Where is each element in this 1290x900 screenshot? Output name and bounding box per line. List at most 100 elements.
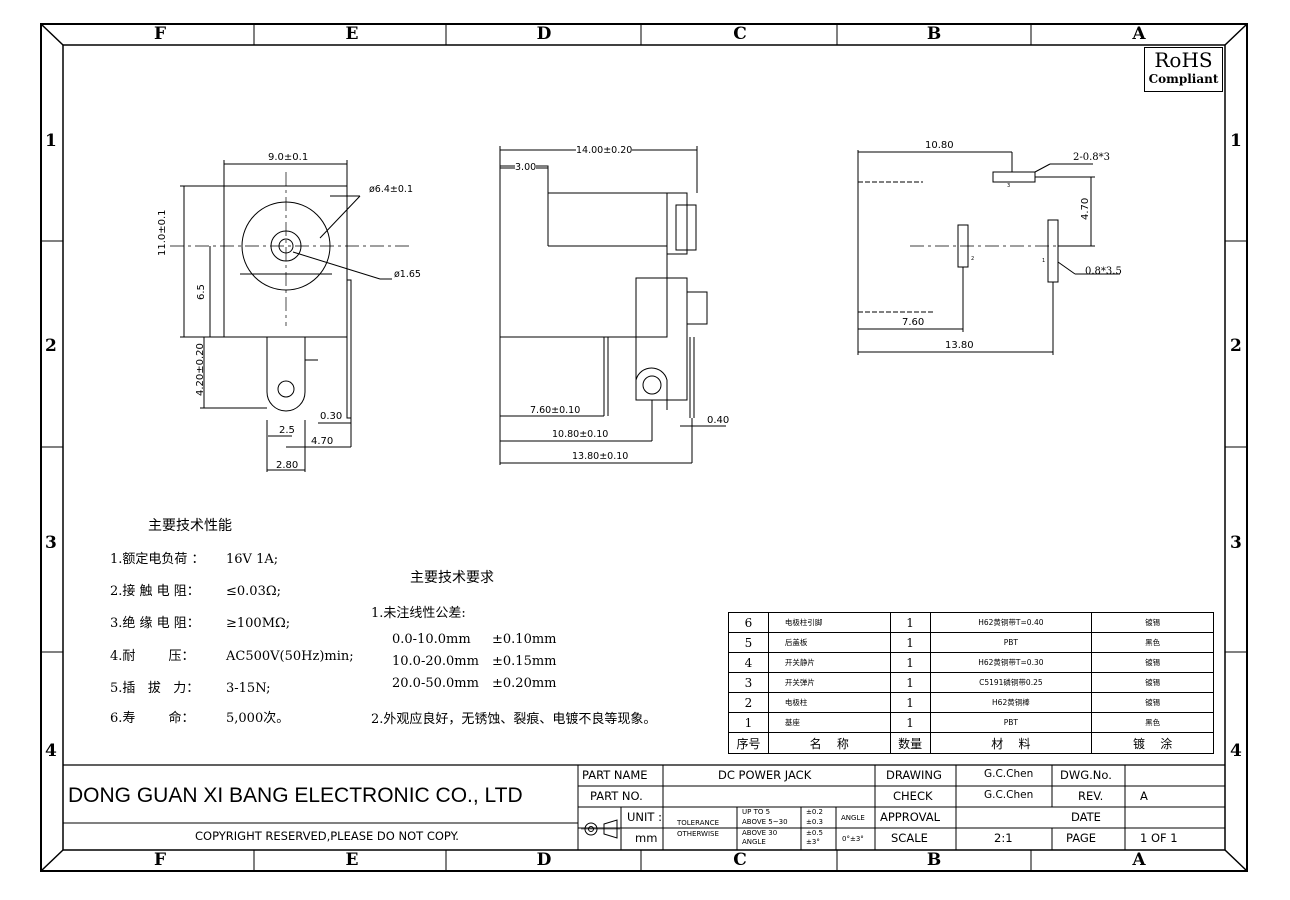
rohs-title: RoHS: [1154, 48, 1213, 72]
bom-finish: 镀锡: [1091, 612, 1214, 633]
bom-qty: 1: [889, 692, 931, 713]
zone-row-left-1: 1: [45, 131, 57, 151]
dim-front-2-80: 2.80: [276, 460, 299, 471]
performance-item-value: 3-15N;: [226, 681, 271, 696]
dim-side-length: 14.00±0.20: [576, 145, 633, 156]
scale-value: 2:1: [994, 831, 1013, 845]
tolerance-row: 10.0-20.0mm±0.15mm: [392, 654, 557, 669]
dim-pcb-slot-a: 2-0.8*3: [1073, 152, 1111, 163]
bom-material: PBT: [929, 632, 1093, 653]
tb-tol-value: ±0.5: [806, 829, 823, 837]
tb-tol-range: ANGLE: [742, 838, 766, 846]
bom-qty: 1: [889, 612, 931, 633]
page-value: 1 OF 1: [1140, 831, 1178, 845]
dim-pcb-4-70: 4.70: [1080, 197, 1091, 220]
performance-item: 3.绝 缘 电 阻：≥100MΩ;: [110, 612, 290, 631]
bom-no: 3: [728, 672, 769, 693]
zone-col-bottom-a: A: [1132, 850, 1146, 870]
bom-material: C5191磷铜带0.25: [929, 672, 1093, 693]
date-label: DATE: [1071, 810, 1101, 824]
performance-item-label: 2.接 触 电 阻：: [110, 584, 200, 599]
part-no-label: PART NO.: [590, 789, 643, 803]
bom-material: H62黄铜带T=0.30: [929, 652, 1093, 673]
zone-row-right-4: 4: [1230, 741, 1242, 761]
tolerance-range: 0.0-10.0mm: [392, 632, 471, 647]
tolerance-row: 0.0-10.0mm±0.10mm: [392, 632, 557, 647]
rev-value: A: [1140, 789, 1148, 803]
dim-side-13-80: 13.80±0.10: [572, 451, 629, 462]
drawing-label: DRAWING: [886, 768, 942, 782]
dim-front-width: 9.0±0.1: [268, 152, 309, 163]
zone-row-right-3: 3: [1230, 533, 1242, 553]
dim-side-3-00: 3.00: [515, 162, 537, 173]
dim-side-0-40: 0.40: [707, 415, 730, 426]
dim-front-diameter: ø6.4±0.1: [369, 184, 413, 195]
performance-item-value: 5,000次。: [226, 711, 290, 726]
zone-col-bottom-d: D: [536, 850, 552, 870]
bom-no: 2: [728, 692, 769, 713]
part-name-label: PART NAME: [582, 768, 648, 782]
performance-item-label: 1.额定电负荷 ：: [110, 552, 205, 567]
check-by: G.C.Chen: [984, 789, 1034, 801]
tolerance-label: TOLERANCE: [677, 819, 720, 827]
performance-item-label: 4.耐 压：: [110, 649, 195, 664]
bom-name: 后盖板: [767, 632, 891, 653]
tb-tol-value: ±0.2: [806, 808, 823, 816]
title-block-lines: [63, 764, 1225, 850]
bom-no: 4: [728, 652, 769, 673]
dim-pcb-7-60: 7.60: [902, 317, 925, 328]
tolerance-range: 10.0-20.0mm: [392, 654, 479, 669]
drawing-by: G.C.Chen: [984, 768, 1034, 780]
dim-pcb-slot-b: 0.8*3.5: [1085, 266, 1122, 277]
performance-item-value: 16V 1A;: [226, 552, 279, 567]
bom-header-material: 材 料: [929, 732, 1093, 754]
otherwise-label: OTHERWISE: [677, 830, 719, 838]
requirements-item-1: 1.未注线性公差:: [371, 606, 466, 621]
performance-item: 6.寿 命：5,000次。: [110, 707, 289, 726]
bom-finish: 黑色: [1091, 632, 1214, 653]
zone-col-bottom-e: E: [345, 850, 359, 870]
zone-row-right-2: 2: [1230, 336, 1242, 356]
zone-row-right-1: 1: [1230, 131, 1242, 151]
tb-tol-value: ±0.3: [806, 818, 823, 826]
zone-row-left-2: 2: [45, 336, 57, 356]
zone-col-top-f: F: [153, 24, 167, 44]
bom-name: 开关弹片: [767, 672, 891, 693]
bom-material: PBT: [929, 712, 1093, 733]
zone-col-top-a: A: [1132, 24, 1146, 44]
pcb-footprint: [857, 150, 1120, 355]
bom-header-finish: 镀 涂: [1091, 732, 1214, 754]
dim-front-center-height: 6.5: [196, 284, 207, 300]
dim-pcb-10-80: 10.80: [925, 140, 954, 151]
performance-item-label: 3.绝 缘 电 阻：: [110, 616, 200, 631]
zone-col-top-b: B: [926, 24, 942, 44]
unit-value: mm: [635, 831, 658, 845]
zone-col-bottom-c: C: [733, 850, 747, 870]
dim-front-4-70: 4.70: [311, 436, 334, 447]
bom-name: 电极柱引脚: [767, 612, 891, 633]
dim-side-10-80: 10.80±0.10: [552, 429, 609, 440]
dwg-no-label: DWG.No.: [1060, 768, 1112, 782]
zone-col-bottom-b: B: [926, 850, 942, 870]
bom-qty: 1: [889, 712, 931, 733]
performance-item: 1.额定电负荷 ： 16V 1A;: [110, 548, 278, 567]
bom-header-qty: 数量: [889, 732, 931, 754]
tolerance-range: 20.0-50.0mm: [392, 676, 479, 691]
performance-item-value: AC500V(50Hz)min;: [226, 649, 354, 664]
pad-label-2: 2: [971, 256, 975, 262]
copyright-notice: COPYRIGHT RESERVED,PLEASE DO NOT COPY.: [195, 829, 459, 843]
performance-item-value: ≤0.03Ω;: [226, 584, 281, 599]
performance-title: 主要技术性能: [148, 518, 232, 534]
front-view: [170, 160, 410, 472]
bom-header-no: 序号: [728, 732, 769, 754]
dim-front-pin-length: 4.20±0.20: [195, 343, 206, 396]
bom-no: 1: [728, 712, 769, 733]
scale-label: SCALE: [891, 831, 928, 845]
